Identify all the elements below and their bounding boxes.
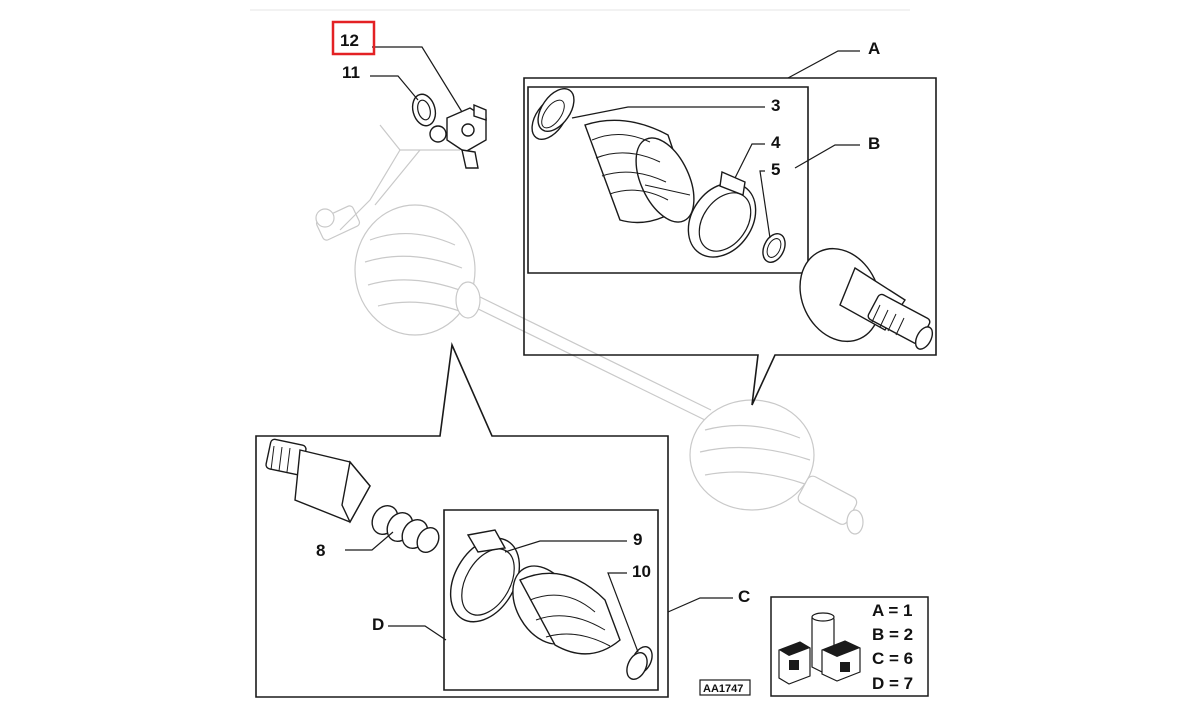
outer-cv-joint-part-b[interactable] [785, 235, 936, 354]
drawing-code: AA1747 [699, 679, 751, 696]
circlip-part-5[interactable] [759, 230, 790, 266]
highlight-box-12 [331, 20, 376, 56]
boot-part-d[interactable] [500, 555, 621, 656]
callout-10[interactable]: 10 [632, 562, 651, 581]
callout-8[interactable]: 8 [316, 541, 325, 560]
callout-3[interactable]: 3 [771, 96, 780, 115]
kit-legend: A = 1 B = 2 C = 6 D = 7 [770, 596, 929, 697]
clamp-part-10[interactable] [623, 644, 656, 683]
callout-11[interactable]: 11 [342, 63, 360, 82]
drawing-code-text: AA1747 [703, 683, 743, 695]
callout-b[interactable]: B [868, 134, 880, 153]
clamp-part-3[interactable] [525, 82, 581, 145]
callout-c[interactable]: C [738, 587, 750, 606]
detail-box-c [255, 342, 669, 698]
boot-part-a[interactable] [584, 119, 706, 231]
inner-joint-housing[interactable] [265, 438, 371, 524]
callout-9[interactable]: 9 [633, 530, 642, 549]
kit-boxes-icon [778, 612, 861, 685]
spider-assembly-part-12[interactable] [429, 103, 487, 169]
legend-row-c: C = 6 [872, 649, 913, 668]
circlip-part-11[interactable] [409, 92, 439, 129]
clamp-part-9[interactable] [437, 526, 534, 634]
detail-box-d [443, 509, 659, 691]
driveshaft-assembly [315, 124, 864, 535]
legend-row-b: B = 2 [872, 625, 913, 644]
legend-row-a: A = 1 [872, 601, 912, 620]
clamp-part-4[interactable] [674, 170, 769, 270]
callout-5[interactable]: 5 [771, 160, 780, 179]
callout-a[interactable]: A [868, 39, 880, 58]
callout-12[interactable]: 12 [340, 31, 359, 50]
spring-part-8[interactable] [367, 501, 443, 556]
legend-row-d: D = 7 [872, 674, 913, 693]
callout-d[interactable]: D [372, 615, 384, 634]
callout-4[interactable]: 4 [771, 133, 781, 152]
